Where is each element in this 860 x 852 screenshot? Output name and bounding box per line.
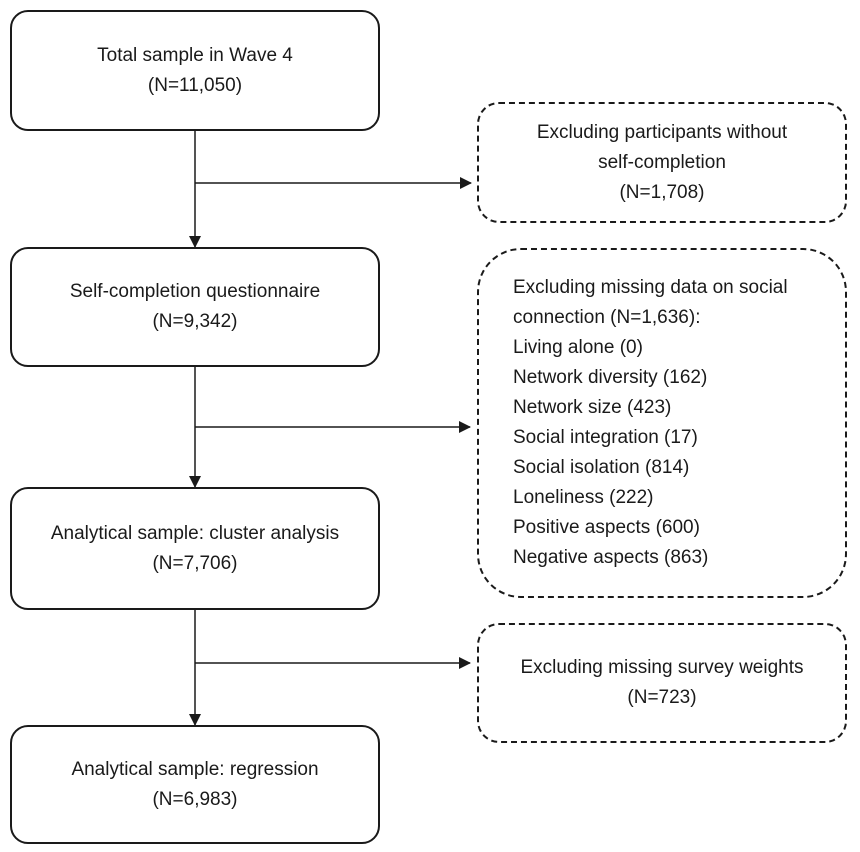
exclusion-item: Social isolation (814) bbox=[513, 457, 690, 478]
exclusion-item: Network size (423) bbox=[513, 397, 672, 418]
exclusion-weights-line1: Excluding missing survey weights bbox=[520, 657, 804, 678]
exclusion-weights-count: (N=723) bbox=[627, 687, 697, 708]
exclusion-social-line2: connection (N=1,636): bbox=[513, 307, 701, 328]
box-exclusion-weights: Excluding missing survey weights (N=723) bbox=[477, 623, 847, 743]
box-regression: Analytical sample: regression (N=6,983) bbox=[10, 725, 380, 844]
box-self-completion: Self-completion questionnaire (N=9,342) bbox=[10, 247, 380, 367]
box-total-sample-count: (N=11,050) bbox=[147, 74, 243, 96]
box-regression-count: (N=6,983) bbox=[152, 788, 238, 810]
box-self-completion-title: Self-completion questionnaire bbox=[69, 281, 321, 302]
exclusion-social-line1: Excluding missing data on social bbox=[513, 277, 788, 298]
exclusion-item: Negative aspects (863) bbox=[513, 547, 709, 568]
box-regression-title: Analytical sample: regression bbox=[71, 758, 319, 780]
box-exclusion-social-connection: Excluding missing data on social connect… bbox=[477, 248, 847, 598]
exclusion-item: Network diversity (162) bbox=[513, 367, 708, 388]
box-exclusion-self-completion: Excluding participants without self-comp… bbox=[477, 102, 847, 223]
box-cluster-analysis-title: Analytical sample: cluster analysis bbox=[50, 522, 340, 544]
exclusion-item: Social integration (17) bbox=[513, 427, 698, 448]
exclusion-self-completion-line1: Excluding participants without bbox=[536, 121, 788, 143]
exclusion-item: Loneliness (222) bbox=[513, 487, 654, 508]
exclusion-self-completion-line2: self-completion bbox=[598, 151, 726, 173]
box-cluster-analysis: Analytical sample: cluster analysis (N=7… bbox=[10, 487, 380, 610]
box-total-sample-title: Total sample in Wave 4 bbox=[97, 44, 293, 66]
box-cluster-analysis-count: (N=7,706) bbox=[152, 552, 238, 574]
exclusion-self-completion-count: (N=1,708) bbox=[619, 181, 705, 203]
exclusion-item: Positive aspects (600) bbox=[513, 517, 700, 538]
box-total-sample: Total sample in Wave 4 (N=11,050) bbox=[10, 10, 380, 131]
box-self-completion-count: (N=9,342) bbox=[152, 311, 238, 332]
exclusion-item: Living alone (0) bbox=[513, 337, 643, 358]
